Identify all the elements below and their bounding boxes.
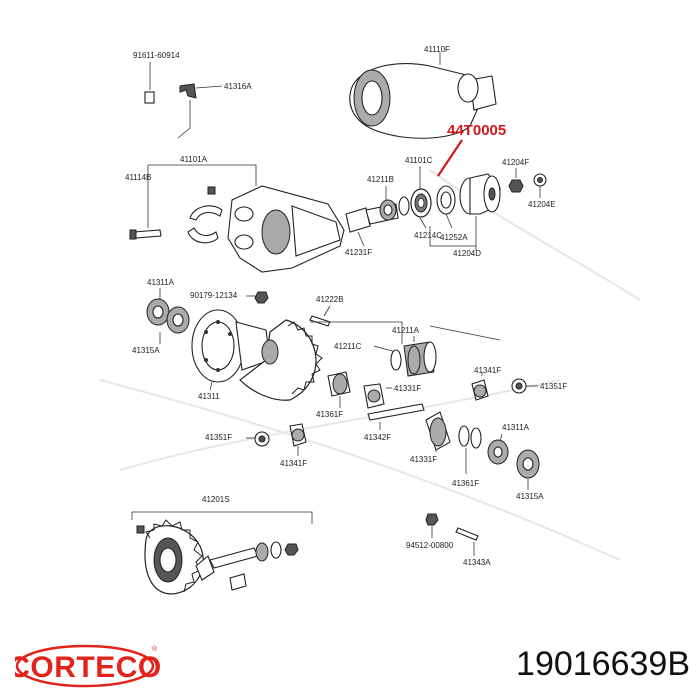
- carrier-housing: [227, 185, 345, 273]
- highlight-leader: [437, 139, 463, 177]
- thrust-washer-right: [511, 378, 527, 394]
- logo-oval: CORTECO ®: [8, 644, 161, 688]
- label-41214C: 41214C: [414, 231, 442, 240]
- brand-name: CORTECO: [15, 651, 160, 684]
- label-41252A: 41252A: [440, 233, 468, 242]
- label-41311A-left: 41311A: [147, 278, 175, 287]
- washer-41211C: [390, 349, 402, 371]
- label-41222B: 41222B: [316, 295, 344, 304]
- watermark: [99, 169, 641, 561]
- label-41204D: 41204D: [453, 249, 481, 258]
- pinion-gear-right: [471, 379, 489, 401]
- label-41204E: 41204E: [528, 200, 556, 209]
- label-41211A: 41211A: [392, 326, 420, 335]
- label-41342F: 41342F: [364, 433, 391, 442]
- side-gear-center: [327, 371, 351, 397]
- label-94512-00800: 94512-00800: [406, 541, 454, 550]
- bearing-41211A: [403, 341, 437, 377]
- lock-nut: [254, 291, 269, 304]
- label-41361F-center: 41361F: [316, 410, 343, 419]
- diff-carrier-assembly: [349, 52, 497, 139]
- part-number: 19016639B: [516, 642, 690, 686]
- label-41110F: 41110F: [424, 45, 450, 54]
- bolt-41343A: [455, 527, 479, 541]
- flange-nut: [508, 179, 524, 193]
- housing-bolt: [129, 229, 162, 240]
- side-gear-washer: [458, 425, 482, 449]
- label-41101A: 41101A: [180, 155, 208, 164]
- label-41351F-left: 41351F: [205, 433, 232, 442]
- pinion-gear-center: [363, 383, 385, 409]
- ring-gear-bolt: [309, 315, 331, 327]
- thrust-washer-left: [254, 431, 270, 447]
- label-41201S: 41201S: [202, 495, 230, 504]
- label-41101C: 41101C: [405, 156, 433, 165]
- label-91611-60914: 91611-60914: [133, 51, 180, 60]
- bearing-cap-pair: [187, 186, 223, 244]
- label-41231F: 41231F: [345, 248, 372, 257]
- oil-seal-44T0005: [410, 188, 432, 218]
- differential-case-ring-gear: [191, 309, 323, 401]
- part-number-text: 19016639B: [516, 645, 690, 683]
- bolt-94512-00800: [425, 513, 439, 526]
- label-41316A: 41316A: [224, 82, 252, 91]
- corteco-logo: CORTECO ®: [8, 642, 161, 688]
- label-41211C: 41211C: [334, 342, 362, 351]
- label-41331F-right: 41331F: [410, 455, 437, 464]
- registered-mark: ®: [152, 645, 158, 653]
- label-41315A-left: 41315A: [132, 346, 160, 355]
- label-41204F: 41204F: [502, 158, 529, 167]
- side-bearing-right: [487, 439, 540, 479]
- bracket-part: [179, 83, 197, 99]
- pinion-bearing: [379, 199, 397, 221]
- label-41311: 41311: [198, 392, 220, 401]
- label-41341F-right: 41341F: [474, 366, 501, 375]
- washer-41204E: [533, 173, 547, 187]
- label-41311A-right: 41311A: [502, 423, 530, 432]
- label-41211B: 41211B: [367, 175, 394, 184]
- seal-washer: [436, 185, 456, 215]
- pinion-gear-left: [289, 423, 307, 447]
- spacer: [398, 196, 410, 216]
- side-bearing-left: [146, 298, 190, 334]
- bolt-part: [144, 91, 155, 104]
- highlight-label-44T0005: 44T0005: [447, 122, 506, 139]
- label-41361F-right: 41361F: [452, 479, 479, 488]
- side-gear-right: [425, 411, 451, 451]
- ring-pinion-set: [136, 519, 299, 595]
- companion-flange: [459, 173, 501, 215]
- label-41114B: 41114B: [125, 173, 151, 182]
- pinion-shaft-41342F: [367, 403, 425, 421]
- label-41341F-left: 41341F: [280, 459, 307, 468]
- label-41331F-center: 41331F: [394, 384, 421, 393]
- label-41343A: 41343A: [463, 558, 491, 567]
- label-90179-12134: 90179-12134: [190, 291, 238, 300]
- label-41315A-right: 41315A: [516, 492, 544, 501]
- label-41351F-right: 41351F: [540, 382, 567, 391]
